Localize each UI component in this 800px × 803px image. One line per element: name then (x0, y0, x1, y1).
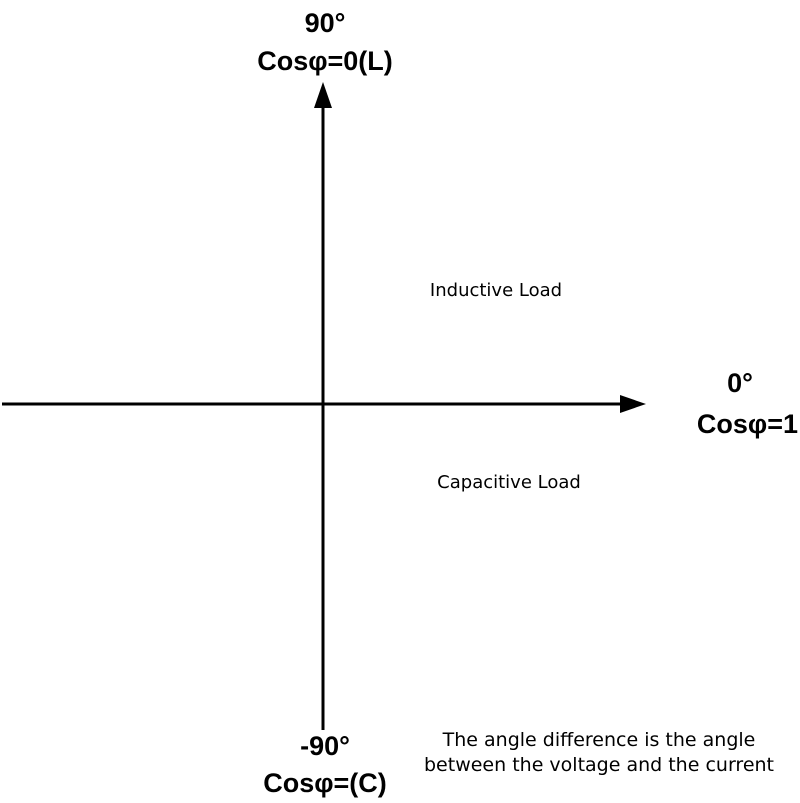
capacitive-load-label: Capacitive Load (437, 472, 581, 493)
right-angle-label: 0° (727, 368, 753, 398)
bottom-cos-label: Cosφ=(C) (263, 768, 387, 798)
top-angle-label: 90° (305, 8, 346, 38)
bottom-angle-label: -90° (300, 731, 350, 761)
horizontal-axis-arrowhead (620, 395, 646, 413)
top-cos-label: Cosφ=0(L) (257, 46, 393, 76)
note-line-1: The angle difference is the angle (442, 729, 756, 751)
vertical-axis-arrowhead (314, 82, 332, 108)
note-line-2: between the voltage and the current (424, 754, 774, 776)
right-cos-label: Cosφ=1 (697, 409, 798, 439)
inductive-load-label: Inductive Load (430, 280, 562, 301)
